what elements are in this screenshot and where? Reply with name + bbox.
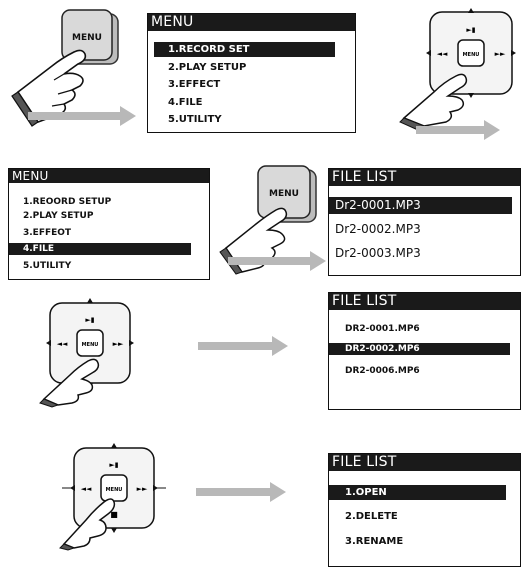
menu-mid-item-play: 2.PLAY SETUP	[23, 211, 94, 221]
file-list-2-item-0002: DR2-0002.MP6	[329, 343, 510, 355]
file-list-screen-1: FILE LIST Dr2-0001.MP3 Dr2-0002.MP3 Dr2-…	[328, 168, 521, 276]
arrow-5	[196, 482, 286, 502]
menu-mid-item-record: 1.REOORD SETUP	[23, 197, 112, 207]
dpad-3-up-symbol: ►▮	[109, 461, 118, 469]
menu-item-file: 4.FILE	[168, 97, 203, 108]
file-list-screen-3: FILE LIST 1.OPEN 2.DELETE 3.RENAME	[328, 453, 521, 567]
menu-item-effect: 3.EFFECT	[168, 79, 221, 90]
menu-screen-mid: MENU 1.REOORD SETUP 2.PLAY SETUP 3.EFFEO…	[8, 168, 210, 280]
dpad-press-2: MENU ►▮ ◄◄ ►►	[39, 298, 134, 408]
arrow-1	[28, 106, 136, 126]
menu-button-label-2: MENU	[269, 189, 299, 199]
file-list-1-item-0001: Dr2-0001.MP3	[329, 197, 512, 214]
menu-mid-item-effect: 3.EFFEOT	[23, 228, 72, 238]
dpad-press-3: MENU ►▮ ◄◄ ►► ■	[59, 443, 166, 551]
dpad-2-left-symbol: ◄◄	[57, 340, 68, 348]
dpad-left-symbol: ◄◄	[437, 50, 448, 58]
dpad-2-center-label: MENU	[82, 342, 99, 348]
dpad-press-1: MENU ►▮ ◄◄ ►►	[399, 8, 516, 131]
arrow-4	[198, 336, 288, 356]
file-list-2-item-0006: DR2-0006.MP6	[345, 366, 420, 376]
menu-button-press-1: MENU	[11, 4, 132, 127]
arrow-3	[228, 251, 326, 271]
file-option-rename: 3.RENAME	[345, 536, 404, 547]
file-list-1-item-0002: Dr2-0002.MP3	[335, 222, 421, 236]
file-list-3-title: FILE LIST	[329, 454, 520, 471]
file-list-1-title: FILE LIST	[329, 169, 520, 186]
menu-item-record-set: 1.RECORD SET	[154, 42, 335, 57]
menu-mid-item-utility: 5.UTILITY	[23, 261, 72, 271]
dpad-up-symbol: ►▮	[466, 26, 475, 34]
menu-mid-title: MENU	[9, 169, 209, 183]
file-list-2-title: FILE LIST	[329, 293, 520, 310]
file-list-2-item-0001: DR2-0001.MP6	[345, 324, 420, 334]
arrow-2	[416, 120, 500, 140]
dpad-3-right-symbol: ►►	[137, 485, 148, 493]
file-list-screen-2: FILE LIST DR2-0001.MP6 DR2-0002.MP6 DR2-…	[328, 292, 521, 410]
menu-button-label: MENU	[72, 33, 102, 43]
file-option-delete: 2.DELETE	[345, 511, 398, 522]
menu-item-play-setup: 2.PLAY SETUP	[168, 62, 247, 73]
menu-button-icon: MENU	[11, 9, 119, 127]
dpad-2-right-symbol: ►►	[113, 340, 124, 348]
file-option-open: 1.OPEN	[329, 485, 506, 500]
dpad-2-up-symbol: ►▮	[85, 316, 94, 324]
dpad-3-down-symbol: ■	[110, 510, 118, 519]
menu-item-utility: 5.UTILITY	[168, 114, 222, 125]
dpad-right-symbol: ►►	[495, 50, 506, 58]
dpad-3-center-label: MENU	[106, 487, 123, 493]
menu-screen-top: MENU 1.RECORD SET 2.PLAY SETUP 3.EFFECT …	[147, 13, 356, 133]
menu-button-press-2: MENU	[219, 165, 317, 275]
dpad-center-label: MENU	[463, 52, 480, 58]
menu-mid-item-file: 4.FILE	[9, 243, 191, 255]
menu-screen-title: MENU	[148, 14, 355, 31]
file-list-1-item-0003: Dr2-0003.MP3	[335, 246, 421, 260]
dpad-3-left-symbol: ◄◄	[81, 485, 92, 493]
